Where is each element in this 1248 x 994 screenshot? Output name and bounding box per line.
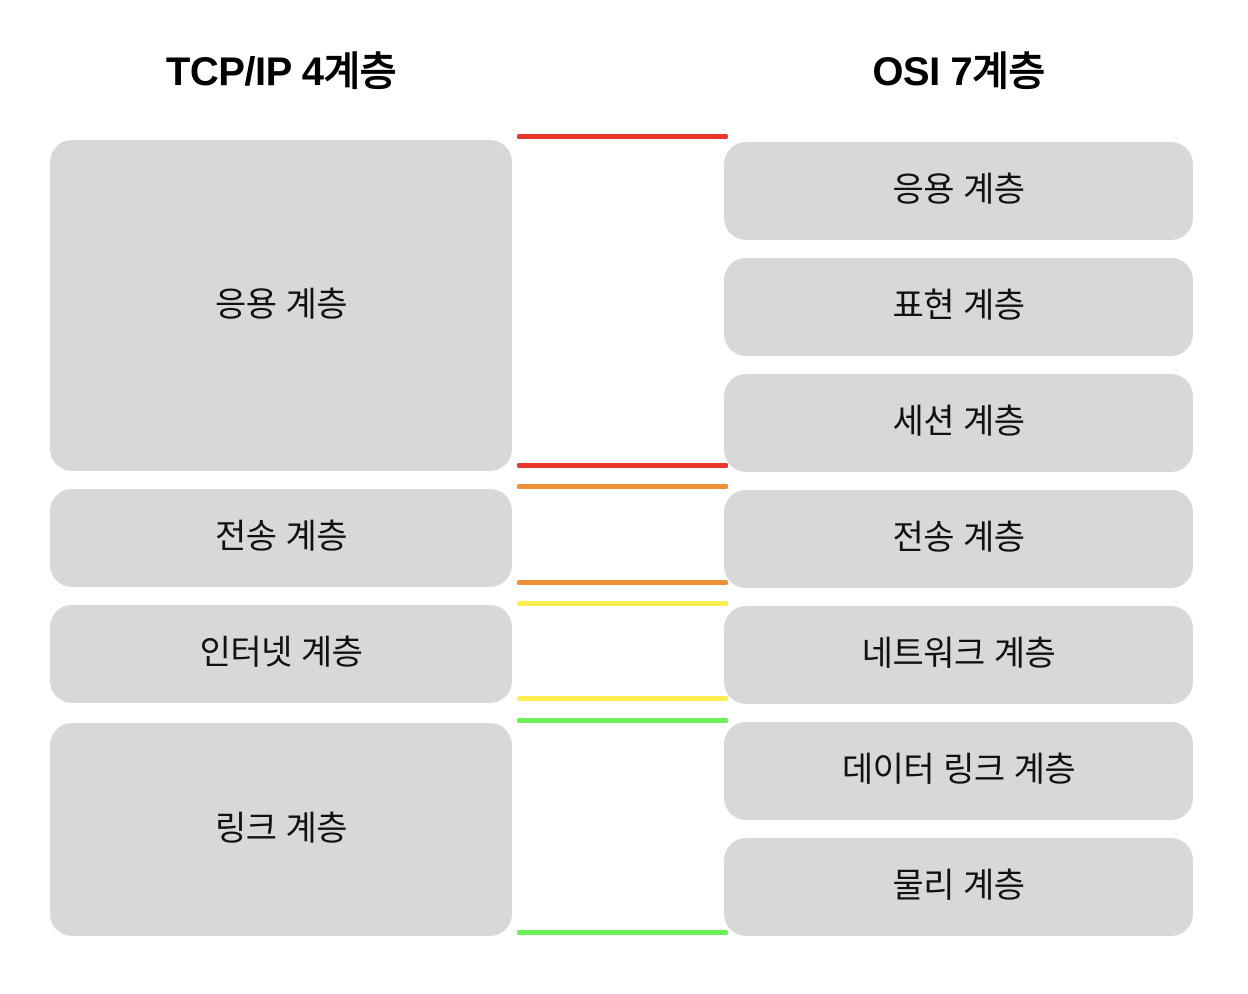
page-title-tcpip: TCP/IP 4계층 — [165, 50, 397, 94]
tcpip-layer-label: 링크 계층 — [214, 809, 348, 848]
osi-layer-label: 표현 계층 — [892, 287, 1025, 326]
osi-layer-box[interactable]: 전송 계층 — [724, 490, 1193, 588]
connector-line-application-boundary-bottom — [517, 463, 728, 468]
osi-layer-label: 데이터 링크 계층 — [841, 751, 1076, 790]
tcpip-layer-box[interactable]: 전송 계층 — [50, 489, 512, 587]
osi-layer-label: 세션 계층 — [892, 403, 1025, 442]
osi-layer-box[interactable]: 표현 계층 — [724, 258, 1193, 356]
osi-layer-box[interactable]: 물리 계층 — [724, 838, 1193, 936]
osi-layer-label: 네트워크 계층 — [861, 635, 1056, 674]
tcpip-layer-box[interactable]: 응용 계층 — [50, 140, 512, 471]
osi-layer-box[interactable]: 네트워크 계층 — [724, 606, 1193, 704]
osi-layer-label: 물리 계층 — [892, 867, 1025, 906]
connector-line-transport-boundary-top — [517, 484, 728, 489]
tcpip-layer-label: 전송 계층 — [214, 518, 348, 557]
osi-layer-box[interactable]: 데이터 링크 계층 — [724, 722, 1193, 820]
connector-line-application-boundary-top — [517, 134, 728, 139]
connector-line-link-boundary-bottom — [517, 930, 728, 935]
tcpip-layer-label: 응용 계층 — [214, 285, 348, 324]
osi-layer-label: 전송 계층 — [892, 519, 1025, 558]
osi-layer-box[interactable]: 세션 계층 — [724, 374, 1193, 472]
tcpip-layer-box[interactable]: 링크 계층 — [50, 723, 512, 936]
osi-layer-label: 응용 계층 — [892, 171, 1025, 210]
connector-line-network-boundary-top — [517, 601, 728, 606]
page-title-osi: OSI 7계층 — [872, 50, 1045, 94]
connector-line-link-boundary-top — [517, 718, 728, 723]
connector-line-transport-boundary-bottom — [517, 580, 728, 585]
tcpip-layer-label: 인터넷 계층 — [199, 634, 363, 673]
osi-layer-box[interactable]: 응용 계층 — [724, 142, 1193, 240]
tcpip-layer-box[interactable]: 인터넷 계층 — [50, 605, 512, 703]
connector-line-network-boundary-bottom — [517, 696, 728, 701]
